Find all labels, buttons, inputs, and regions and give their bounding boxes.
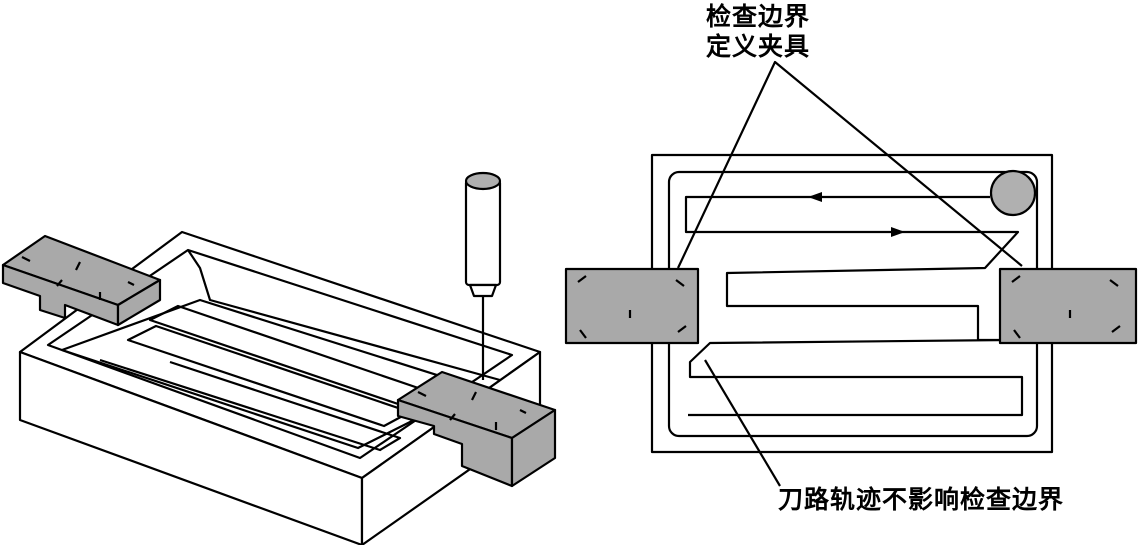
left-clamp-top xyxy=(564,267,700,345)
toolpath-path xyxy=(99,358,402,452)
top-view-part xyxy=(650,153,1054,454)
label-check-boundary: 检查边界 xyxy=(706,2,811,31)
arrow-right-icon xyxy=(891,227,905,237)
right-clamp-iso xyxy=(396,370,557,488)
part-front-face xyxy=(18,350,364,545)
right-clamp-top xyxy=(998,267,1138,345)
leader-lines xyxy=(677,60,1023,487)
pocket-wall xyxy=(187,249,501,382)
cutting-tool-iso xyxy=(464,171,502,380)
tool-circle xyxy=(989,169,1037,217)
toolpath xyxy=(684,195,1024,417)
left-clamp-iso xyxy=(1,234,162,327)
label-toolpath-note: 刀路轨迹不影响检查边界 xyxy=(778,485,1065,514)
arrow-left-icon xyxy=(808,192,822,202)
label-define-fixture: 定义夹具 xyxy=(706,32,811,61)
